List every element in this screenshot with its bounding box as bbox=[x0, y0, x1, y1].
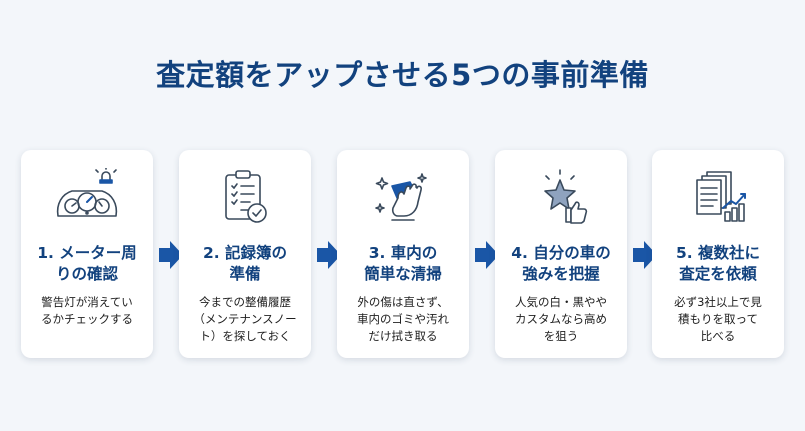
clipboard-check-icon bbox=[210, 168, 280, 230]
arrow-right-icon bbox=[159, 241, 183, 269]
dashboard-warning-icon bbox=[52, 168, 122, 230]
step-desc-line: 比べる bbox=[700, 329, 736, 343]
step-card-1: 1. メーター周 りの確認 警告灯が消えてい るかチェックする bbox=[21, 150, 153, 358]
step-desc-line: 必ず3社以上で見 bbox=[674, 295, 762, 309]
step-card-4: 4. 自分の車の 強みを把握 人気の白・黒やや カスタムなら高め を狙う bbox=[495, 150, 627, 358]
step-desc-line: だけ拭き取る bbox=[368, 329, 438, 343]
step-desc-line: （メンテナンスノー bbox=[193, 312, 297, 326]
step-title-line: 査定を依頼 bbox=[679, 265, 757, 283]
arrow-right-icon bbox=[633, 241, 657, 269]
step-desc-line: カスタムなら高め bbox=[515, 312, 607, 326]
step-desc-line: るかチェックする bbox=[41, 312, 133, 326]
step-title-line: 5. 複数社に bbox=[675, 244, 761, 262]
step-desc-line: 積もりを取って bbox=[678, 312, 758, 326]
step-desc-line: ト）を探しておく bbox=[199, 329, 291, 343]
step-card-3: 3. 車内の 簡単な清掃 外の傷は直さず、 車内のゴミや汚れ だけ拭き取る bbox=[337, 150, 469, 358]
step-title-line: 準備 bbox=[229, 265, 261, 283]
step-title-line: りの確認 bbox=[55, 265, 118, 283]
step-title-line: 3. 車内の bbox=[368, 244, 438, 262]
arrow-right-icon bbox=[317, 241, 341, 269]
arrow-right-icon bbox=[475, 241, 499, 269]
step-desc-line: を狙う bbox=[543, 329, 579, 343]
step-title-line: 4. 自分の車の bbox=[511, 244, 611, 262]
step-title-line: 1. メーター周 bbox=[37, 244, 137, 262]
documents-chart-icon bbox=[683, 168, 753, 230]
cleaning-hand-icon bbox=[368, 168, 438, 230]
step-title-line: 簡単な清掃 bbox=[364, 265, 442, 283]
page-title: 査定額をアップさせる5つの事前準備 bbox=[156, 58, 649, 92]
step-desc-line: 人気の白・黒やや bbox=[515, 295, 607, 309]
step-desc-line: 外の傷は直さず、 bbox=[357, 295, 449, 309]
step-card-5: 5. 複数社に 査定を依頼 必ず3社以上で見 積もりを取って 比べる bbox=[652, 150, 784, 358]
step-desc-line: 警告灯が消えてい bbox=[41, 295, 133, 309]
step-title-line: 2. 記録簿の bbox=[202, 244, 288, 262]
step-card-2: 2. 記録簿の 準備 今までの整備履歴 （メンテナンスノー ト）を探しておく bbox=[179, 150, 311, 358]
step-desc-line: 今までの整備履歴 bbox=[199, 295, 291, 309]
step-desc-line: 車内のゴミや汚れ bbox=[357, 312, 449, 326]
step-title-line: 強みを把握 bbox=[522, 265, 600, 283]
star-thumbs-up-icon bbox=[526, 168, 596, 230]
